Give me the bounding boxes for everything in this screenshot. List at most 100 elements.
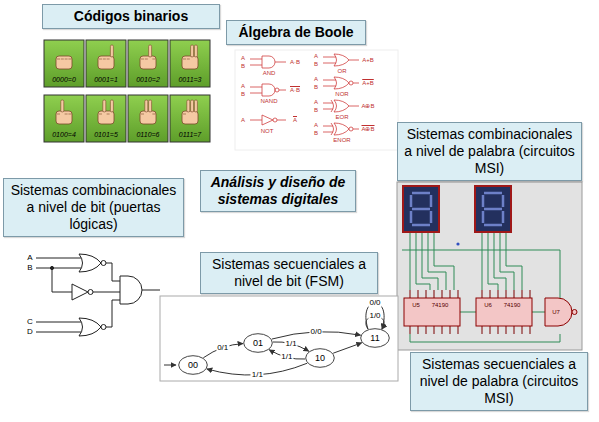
- state-circle: 10: [305, 348, 335, 368]
- gates-panel: [235, 50, 398, 150]
- binary-code: 0100=4: [52, 131, 76, 138]
- topic-title: Sistemas secuenciales a nivel de bit (FS…: [205, 256, 373, 290]
- gate-label: EOR: [335, 114, 348, 120]
- folded-finger: [99, 59, 102, 60]
- nand-symbol: [250, 84, 286, 96]
- topic-title: Sistemas combinacionales a nivel de pala…: [402, 126, 577, 177]
- raised-finger: [61, 100, 64, 112]
- wires: [93, 263, 120, 327]
- topic-title: Análisis y diseño de sistemas digitales: [205, 174, 351, 208]
- fist: [140, 111, 156, 124]
- hand-cell: [44, 95, 84, 142]
- folded-finger: [57, 114, 60, 115]
- state-name: 10: [315, 348, 325, 368]
- raised-finger: [194, 100, 197, 112]
- chip-label: U7: [552, 309, 560, 315]
- hand-cell: [44, 40, 84, 87]
- gate-label: AND: [263, 70, 276, 76]
- chip-label: U5: [412, 302, 420, 308]
- state-name: 01: [253, 333, 263, 353]
- output-wire: [142, 290, 160, 291]
- gate-circuit: [36, 254, 160, 336]
- fist: [98, 56, 114, 69]
- display-body: [475, 186, 511, 232]
- folded-finger: [68, 114, 71, 115]
- inverter-bubble: [275, 88, 279, 92]
- and-gate: [250, 56, 286, 68]
- raised-finger: [149, 100, 152, 112]
- gate-label: B: [314, 61, 318, 67]
- control-wires: [402, 250, 560, 342]
- signal-name: D: [27, 328, 33, 336]
- gate-label: NOR: [335, 91, 348, 97]
- gate-label: A·B: [290, 59, 300, 65]
- folded-finger: [107, 59, 110, 60]
- raised-finger: [110, 45, 113, 57]
- fist: [140, 56, 156, 69]
- state-circle: 11: [360, 328, 390, 348]
- gate-label: A·B: [290, 87, 300, 93]
- raised-finger: [149, 45, 152, 57]
- gate-label: A+B: [362, 80, 374, 86]
- seven-segment-display: [403, 186, 439, 232]
- folded-finger: [183, 59, 186, 60]
- signal-name: C: [27, 318, 33, 326]
- gate-label: B: [241, 91, 245, 97]
- chip-label: 74190: [432, 302, 449, 308]
- folded-finger: [68, 59, 71, 60]
- inverter-bubble: [349, 81, 353, 85]
- folded-finger: [187, 59, 190, 60]
- state-circle: 00: [178, 355, 208, 375]
- binary-hands: [44, 40, 210, 142]
- fist: [182, 56, 198, 69]
- signal-name: B: [27, 264, 32, 272]
- wires: [402, 232, 560, 342]
- folded-finger: [183, 114, 186, 115]
- state-name: 11: [370, 328, 379, 348]
- transition-arrow: [203, 344, 243, 358]
- raised-finger: [191, 100, 194, 112]
- display-body: [403, 186, 439, 232]
- msi-schematic: [397, 182, 582, 350]
- folded-finger: [145, 59, 148, 60]
- inverter-bubble: [101, 261, 106, 266]
- raised-finger: [191, 45, 194, 57]
- state-ellipse: [179, 356, 208, 375]
- hand-cell: [128, 95, 168, 142]
- binary-code: 0101=5: [94, 131, 118, 138]
- segments: [483, 193, 503, 225]
- transition-label: 1/1: [280, 353, 293, 361]
- folded-finger: [103, 59, 106, 60]
- folded-finger: [99, 114, 102, 115]
- gate-label: A: [241, 83, 245, 89]
- fsm-frame: [160, 296, 398, 381]
- gate-label: A: [293, 117, 297, 123]
- and-symbol: [250, 56, 286, 68]
- gate-label: A+B: [362, 57, 374, 63]
- nor-symbol: [79, 318, 101, 336]
- topic-box: Sistemas secuenciales a nivel de palabra…: [410, 352, 588, 411]
- xnor-gate: [323, 123, 359, 135]
- hand-cell: [170, 95, 210, 142]
- binary-code: 0011=3: [178, 76, 201, 83]
- inverter-bubble: [273, 118, 277, 122]
- binary-code: 0001=1: [94, 76, 118, 83]
- folded-finger: [107, 114, 110, 115]
- topic-box: Sistemas combinacionales a nivel de pala…: [397, 122, 582, 181]
- xor-symbol: [323, 100, 359, 112]
- counter-chip: [476, 298, 532, 326]
- gate-label: ENOR: [333, 137, 350, 143]
- raised-finger: [103, 100, 106, 112]
- gate-label: A: [314, 99, 318, 105]
- xor-gate: [323, 100, 359, 112]
- gate-label: B: [241, 63, 245, 69]
- not-symbol: [72, 284, 88, 300]
- or-symbol: [323, 54, 359, 66]
- raised-finger: [145, 100, 148, 112]
- folded-finger: [141, 114, 144, 115]
- raised-finger: [194, 45, 197, 57]
- transition-label: 0/0: [309, 328, 322, 336]
- topic-title: Sistemas secuenciales a nivel de palabra…: [415, 356, 583, 407]
- chip-label: U6: [484, 302, 492, 308]
